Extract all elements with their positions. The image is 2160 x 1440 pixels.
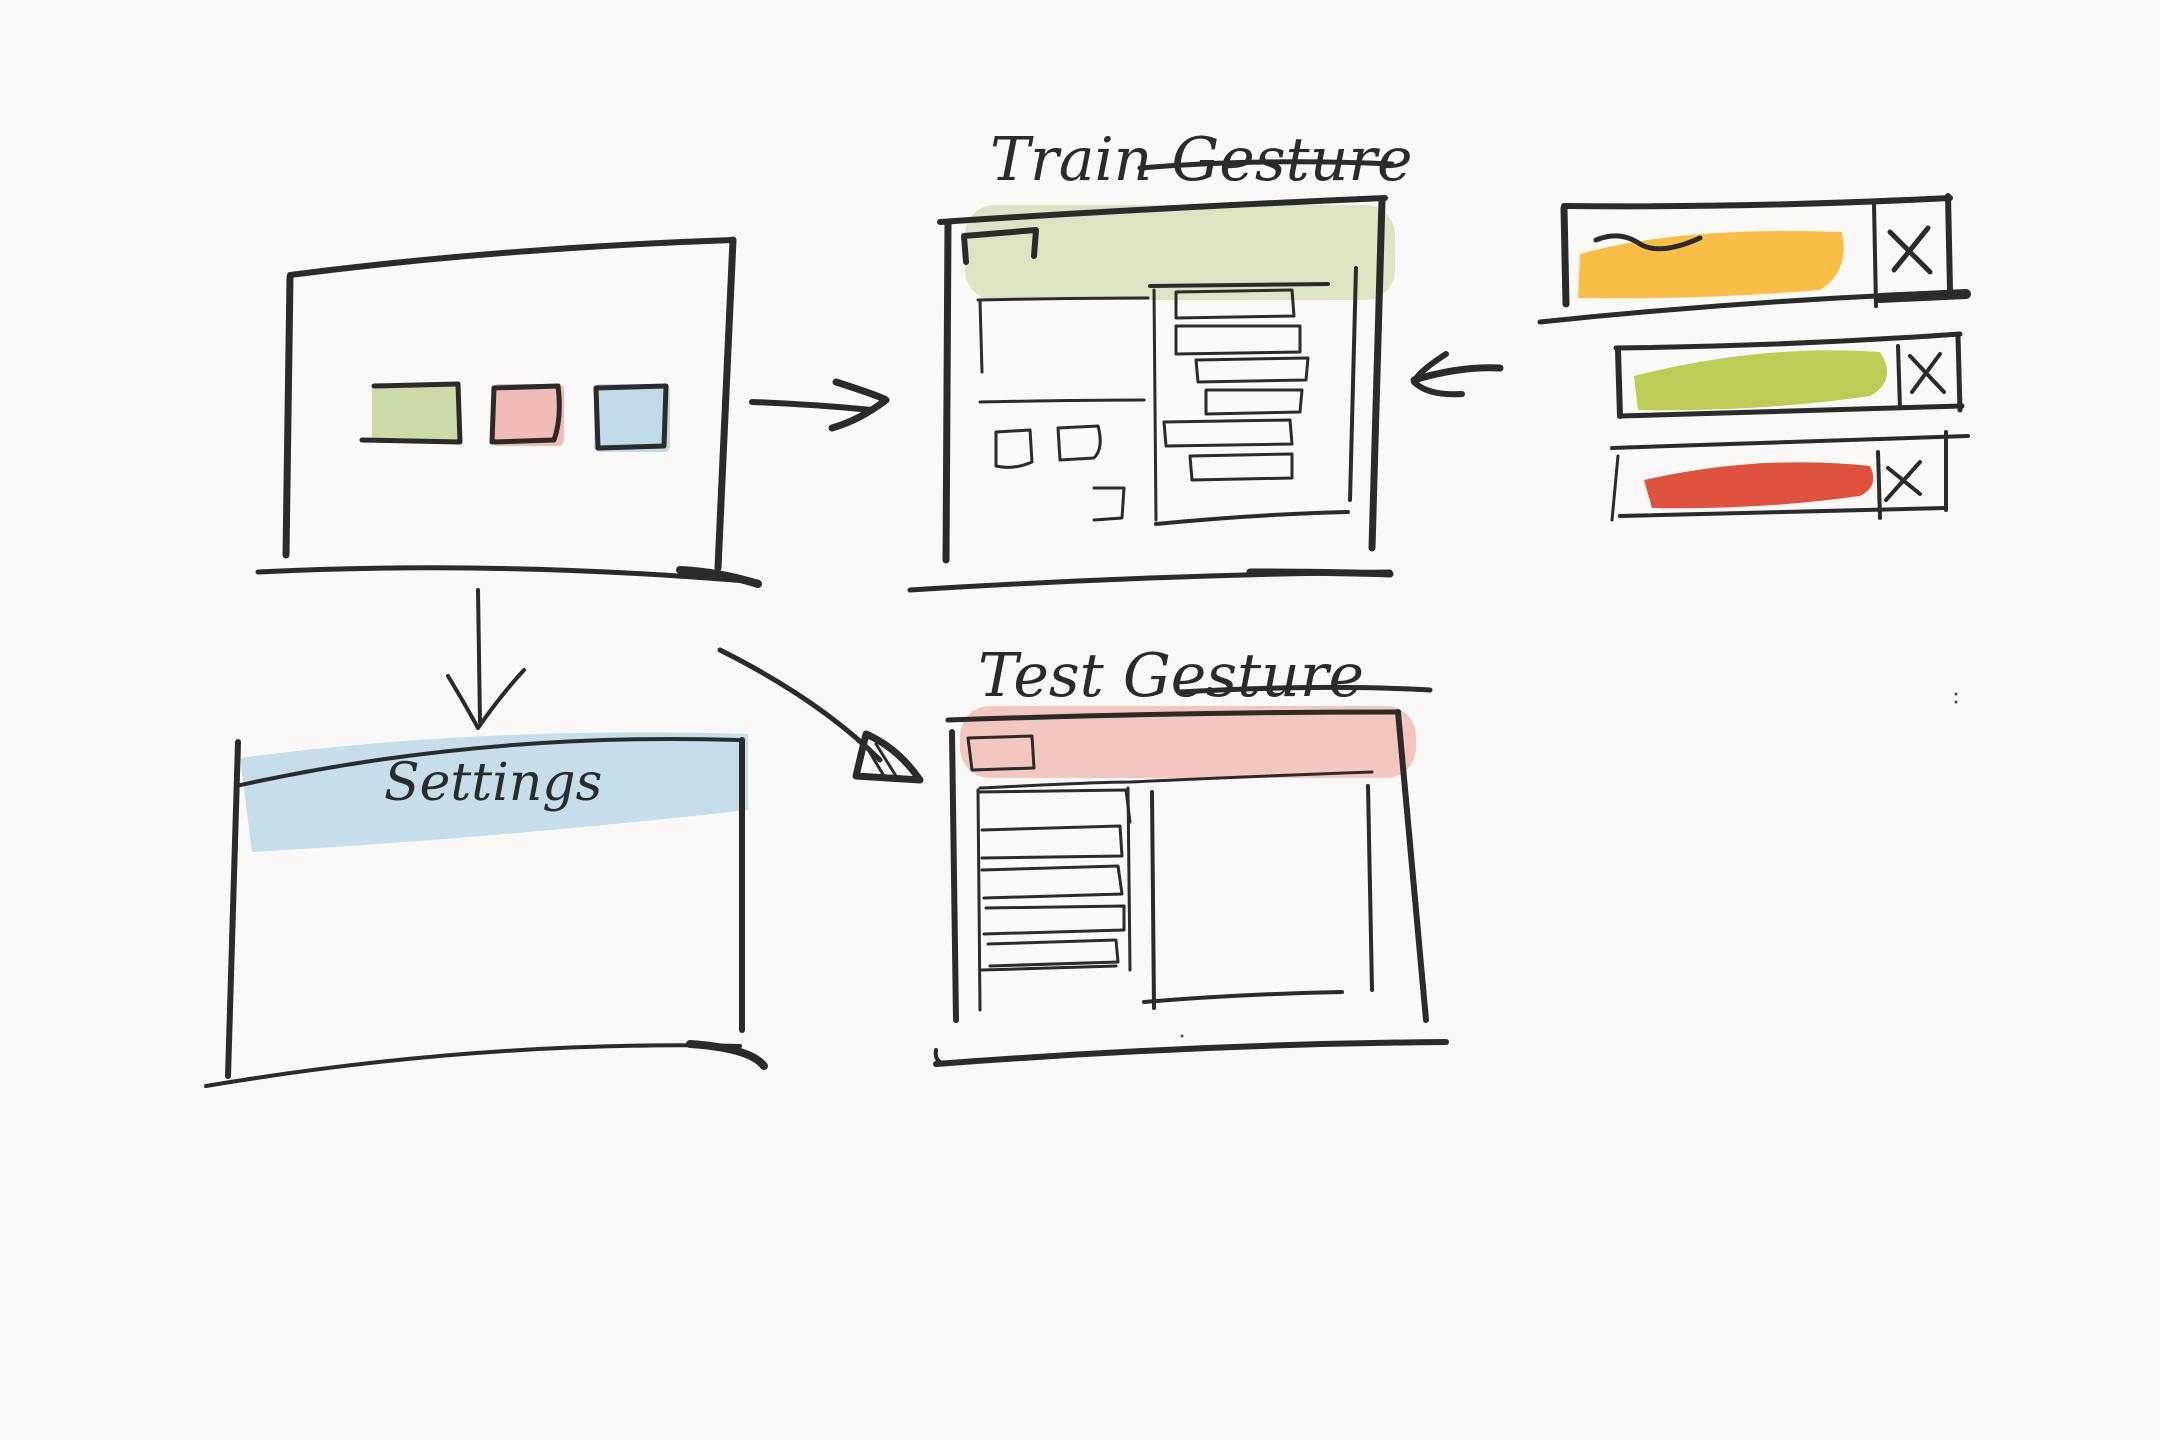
gesture-list — [1537, 193, 1971, 522]
x-icon[interactable] — [1887, 225, 1933, 275]
settings-title: Settings — [384, 753, 602, 813]
arrow-icon — [717, 647, 924, 784]
menu-button-train[interactable] — [359, 381, 463, 445]
stray-dot — [1954, 692, 1958, 696]
gesture-canvas[interactable] — [994, 424, 1126, 522]
gesture-row[interactable] — [1537, 193, 1971, 325]
x-icon[interactable] — [1908, 352, 1946, 394]
test-back-button[interactable] — [966, 734, 1036, 772]
stray-dot — [1180, 1034, 1184, 1038]
test-canvas[interactable] — [1142, 784, 1374, 1010]
gesture-swatch-yellow — [1578, 230, 1844, 299]
main-menu-screen — [255, 236, 762, 588]
gesture-swatch-lime — [1634, 350, 1888, 411]
arrow-icon — [749, 378, 890, 432]
menu-button-test[interactable] — [489, 383, 564, 446]
x-icon[interactable] — [1884, 460, 1922, 502]
arrow-icon — [446, 588, 526, 730]
sample-list[interactable] — [1162, 288, 1310, 482]
test-gesture-screen: Test Gesture — [933, 641, 1449, 1067]
arrow-icon — [1410, 351, 1504, 398]
gesture-row[interactable] — [1610, 430, 1970, 522]
test-header-band — [960, 706, 1416, 778]
train-back-button[interactable] — [961, 227, 1039, 265]
test-title: Test Gesture — [978, 641, 1364, 711]
stray-dot — [1954, 700, 1958, 704]
train-gesture-screen: Train Gesture — [907, 125, 1413, 593]
menu-button-settings[interactable] — [593, 383, 670, 452]
settings-screen: Settings — [204, 732, 768, 1088]
gesture-row[interactable] — [1613, 331, 1965, 419]
gesture-list-panel[interactable] — [976, 788, 1132, 1012]
gesture-swatch-crimson — [1644, 462, 1874, 509]
train-header-band — [965, 205, 1395, 300]
